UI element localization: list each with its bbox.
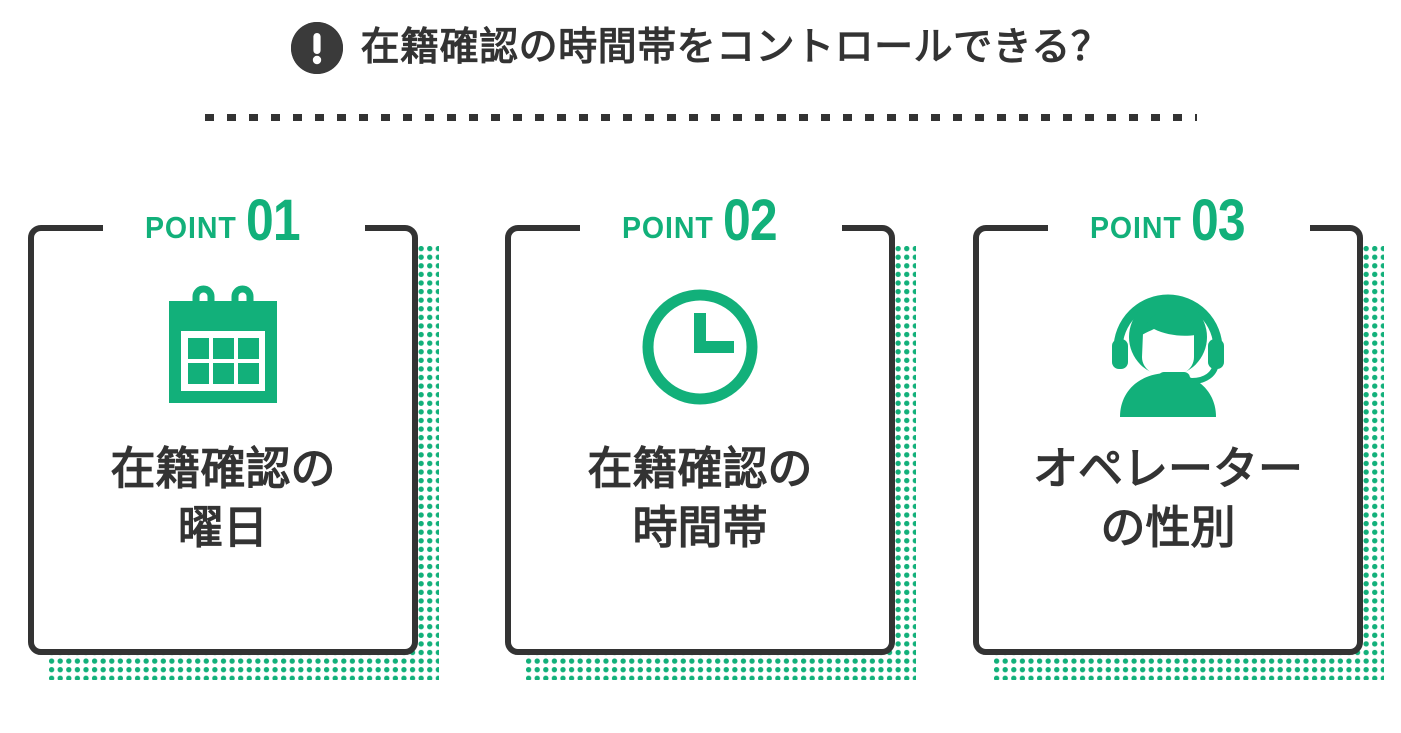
dashed-divider	[205, 114, 1197, 121]
page-header: 在籍確認の時間帯をコントロールできる？	[0, 0, 1401, 140]
operator-headset-icon	[1104, 283, 1232, 417]
card-text-line-1: オペレーター	[1032, 443, 1303, 494]
point-number: 01	[246, 188, 301, 253]
point-label-02: POINT 02	[505, 180, 895, 250]
exclamation-circle-icon	[290, 22, 343, 74]
card-top-notch	[103, 218, 365, 240]
page-title: 在籍確認の時間帯をコントロールできる？	[360, 25, 1111, 69]
card-text-line-2: の性別	[1100, 502, 1236, 554]
card-content: 在籍確認の 曜日	[28, 225, 418, 655]
card-top-notch	[1048, 218, 1310, 240]
point-label-03: POINT 03	[973, 180, 1363, 250]
point-card-01[interactable]: POINT 01	[28, 180, 440, 680]
card-frame	[28, 225, 418, 655]
point-word: POINT	[1090, 210, 1183, 245]
point-number: 03	[1191, 188, 1246, 253]
point-label-01: POINT 01	[28, 180, 418, 250]
point-card-03[interactable]: POINT 03	[973, 180, 1385, 680]
card-text: 在籍確認の 時間帯	[530, 439, 870, 558]
card-text-line-2: 曜日	[177, 502, 268, 554]
card-text-line-1: 在籍確認の	[110, 443, 336, 494]
card-content: 在籍確認の 時間帯	[505, 225, 895, 655]
clock-icon	[636, 283, 764, 411]
calendar-icon	[159, 283, 287, 411]
card-top-notch	[580, 218, 842, 240]
card-text: 在籍確認の 曜日	[53, 439, 393, 558]
card-text-line-2: 時間帯	[632, 502, 768, 554]
title-row: 在籍確認の時間帯をコントロールできる？	[0, 22, 1401, 74]
points-card-row: POINT 01	[0, 180, 1401, 690]
point-card-02[interactable]: POINT 02 在籍確認の 時間帯	[505, 180, 917, 680]
card-content: オペレーター の性別	[973, 225, 1363, 655]
point-word: POINT	[145, 210, 238, 245]
card-text-line-1: 在籍確認の	[587, 443, 813, 494]
card-text: オペレーター の性別	[998, 439, 1338, 558]
point-word: POINT	[622, 210, 715, 245]
point-number: 02	[723, 188, 778, 253]
